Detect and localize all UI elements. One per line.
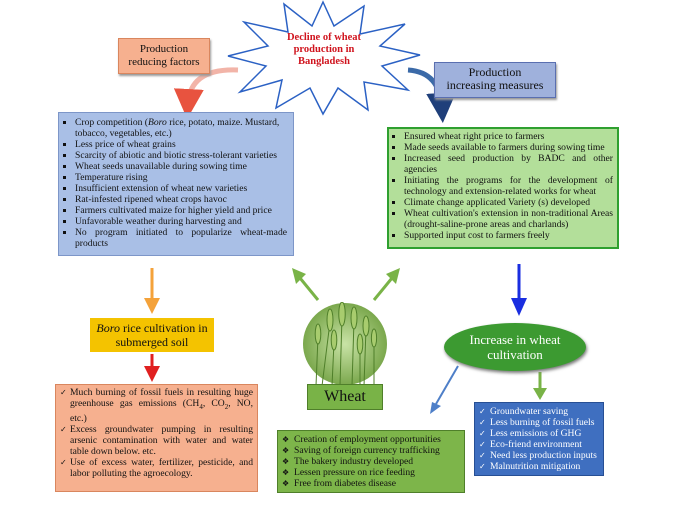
list-item: Lessen pressure on rice feeding: [282, 467, 460, 478]
down-arrow-green-head: [533, 388, 547, 400]
up-arrow-right-head: [386, 268, 400, 284]
list-item: Need less production inputs: [479, 450, 600, 461]
increasing-measures-label: Production increasing measures: [434, 62, 556, 98]
list-item: Increased seed production by BADC and ot…: [404, 153, 613, 175]
list-item: Initiating the programs for the developm…: [404, 175, 613, 197]
list-item: The bakery industry developed: [282, 456, 460, 467]
list-item: Less emissions of GHG: [479, 428, 600, 439]
list-item: Insufficient extension of wheat new vari…: [75, 183, 287, 194]
down-arrow-orange-head: [144, 298, 160, 314]
title-starburst-shape: [227, 0, 421, 116]
list-item: Use of excess water, fertilizer, pestici…: [60, 457, 253, 479]
list-item: Temperature rising: [75, 172, 287, 183]
list-item: Wheat cultivation's extension in non-tra…: [404, 208, 613, 230]
list-item: Climate change applicated Variety (s) de…: [404, 197, 613, 208]
diagram-title: Decline of wheat production in Banglades…: [268, 32, 380, 68]
up-arrow-right: [372, 277, 394, 301]
list-item: Much burning of fossil fuels in resultin…: [60, 387, 253, 424]
up-arrow-left-head: [292, 268, 306, 284]
list-item: Farmers cultivated maize for higher yiel…: [75, 205, 287, 216]
boro-effects-panel: Much burning of fossil fuels in resultin…: [55, 384, 258, 492]
list-item: Rat-infested ripened wheat crops havoc: [75, 194, 287, 205]
list-item: Wheat seeds unavailable during sowing ti…: [75, 161, 287, 172]
list-item: Malnutrition mitigation: [479, 461, 600, 472]
list-item: Ensured wheat right price to farmers: [404, 131, 613, 142]
title-line-1: Decline of wheat: [286, 32, 362, 43]
up-arrow-left: [298, 277, 320, 301]
title-line-3: Bangladesh: [298, 56, 350, 67]
boro-rice-box: Boro rice cultivation in submerged soil: [90, 318, 214, 352]
reducing-factors-panel: Crop competition (Boro rice, potato, mai…: [58, 112, 294, 256]
wheat-photo: [303, 302, 387, 386]
increase-cultivation-ellipse: Increase in wheat cultivation: [444, 323, 586, 371]
title-line-2: production in: [293, 44, 355, 55]
list-item: Made seeds available to farmers during s…: [404, 142, 613, 153]
list-item: Creation of employment opportunities: [282, 434, 460, 445]
list-item: Supported input cost to farmers freely: [404, 230, 613, 241]
socioeconomic-benefits-panel: Creation of employment opportunities Sav…: [277, 430, 465, 493]
environment-benefits-panel: Groundwater saving Less burning of fossi…: [474, 402, 604, 476]
list-item: Scarcity of abiotic and biotic stress-to…: [75, 150, 287, 161]
down-arrow-red-head: [144, 366, 160, 382]
list-item: Eco-friend environment: [479, 439, 600, 450]
list-item: Unfavorable weather during harvesting an…: [75, 216, 287, 227]
list-item: Less burning of fossil fuels: [479, 417, 600, 428]
increasing-measures-panel: Ensured wheat right price to farmers Mad…: [387, 127, 619, 249]
diagonal-arrow: [435, 365, 459, 405]
list-item: Less price of wheat grains: [75, 139, 287, 150]
curved-arrow-left: [173, 67, 239, 119]
list-item: Free from diabetes disease: [282, 478, 460, 489]
list-item: No program initiated to popularize wheat…: [75, 227, 287, 249]
reducing-factors-label: Production reducing factors: [118, 38, 210, 74]
curved-arrow-right: [407, 67, 457, 123]
list-item: Groundwater saving: [479, 406, 600, 417]
down-arrow-blue-head: [511, 298, 527, 316]
list-item: Crop competition (Boro rice, potato, mai…: [75, 117, 287, 139]
list-item: Saving of foreign currency trafficking: [282, 445, 460, 456]
list-item: Excess groundwater pumping in resulting …: [60, 424, 253, 457]
diagonal-arrow-head: [430, 402, 441, 414]
wheat-label: Wheat: [307, 384, 383, 410]
